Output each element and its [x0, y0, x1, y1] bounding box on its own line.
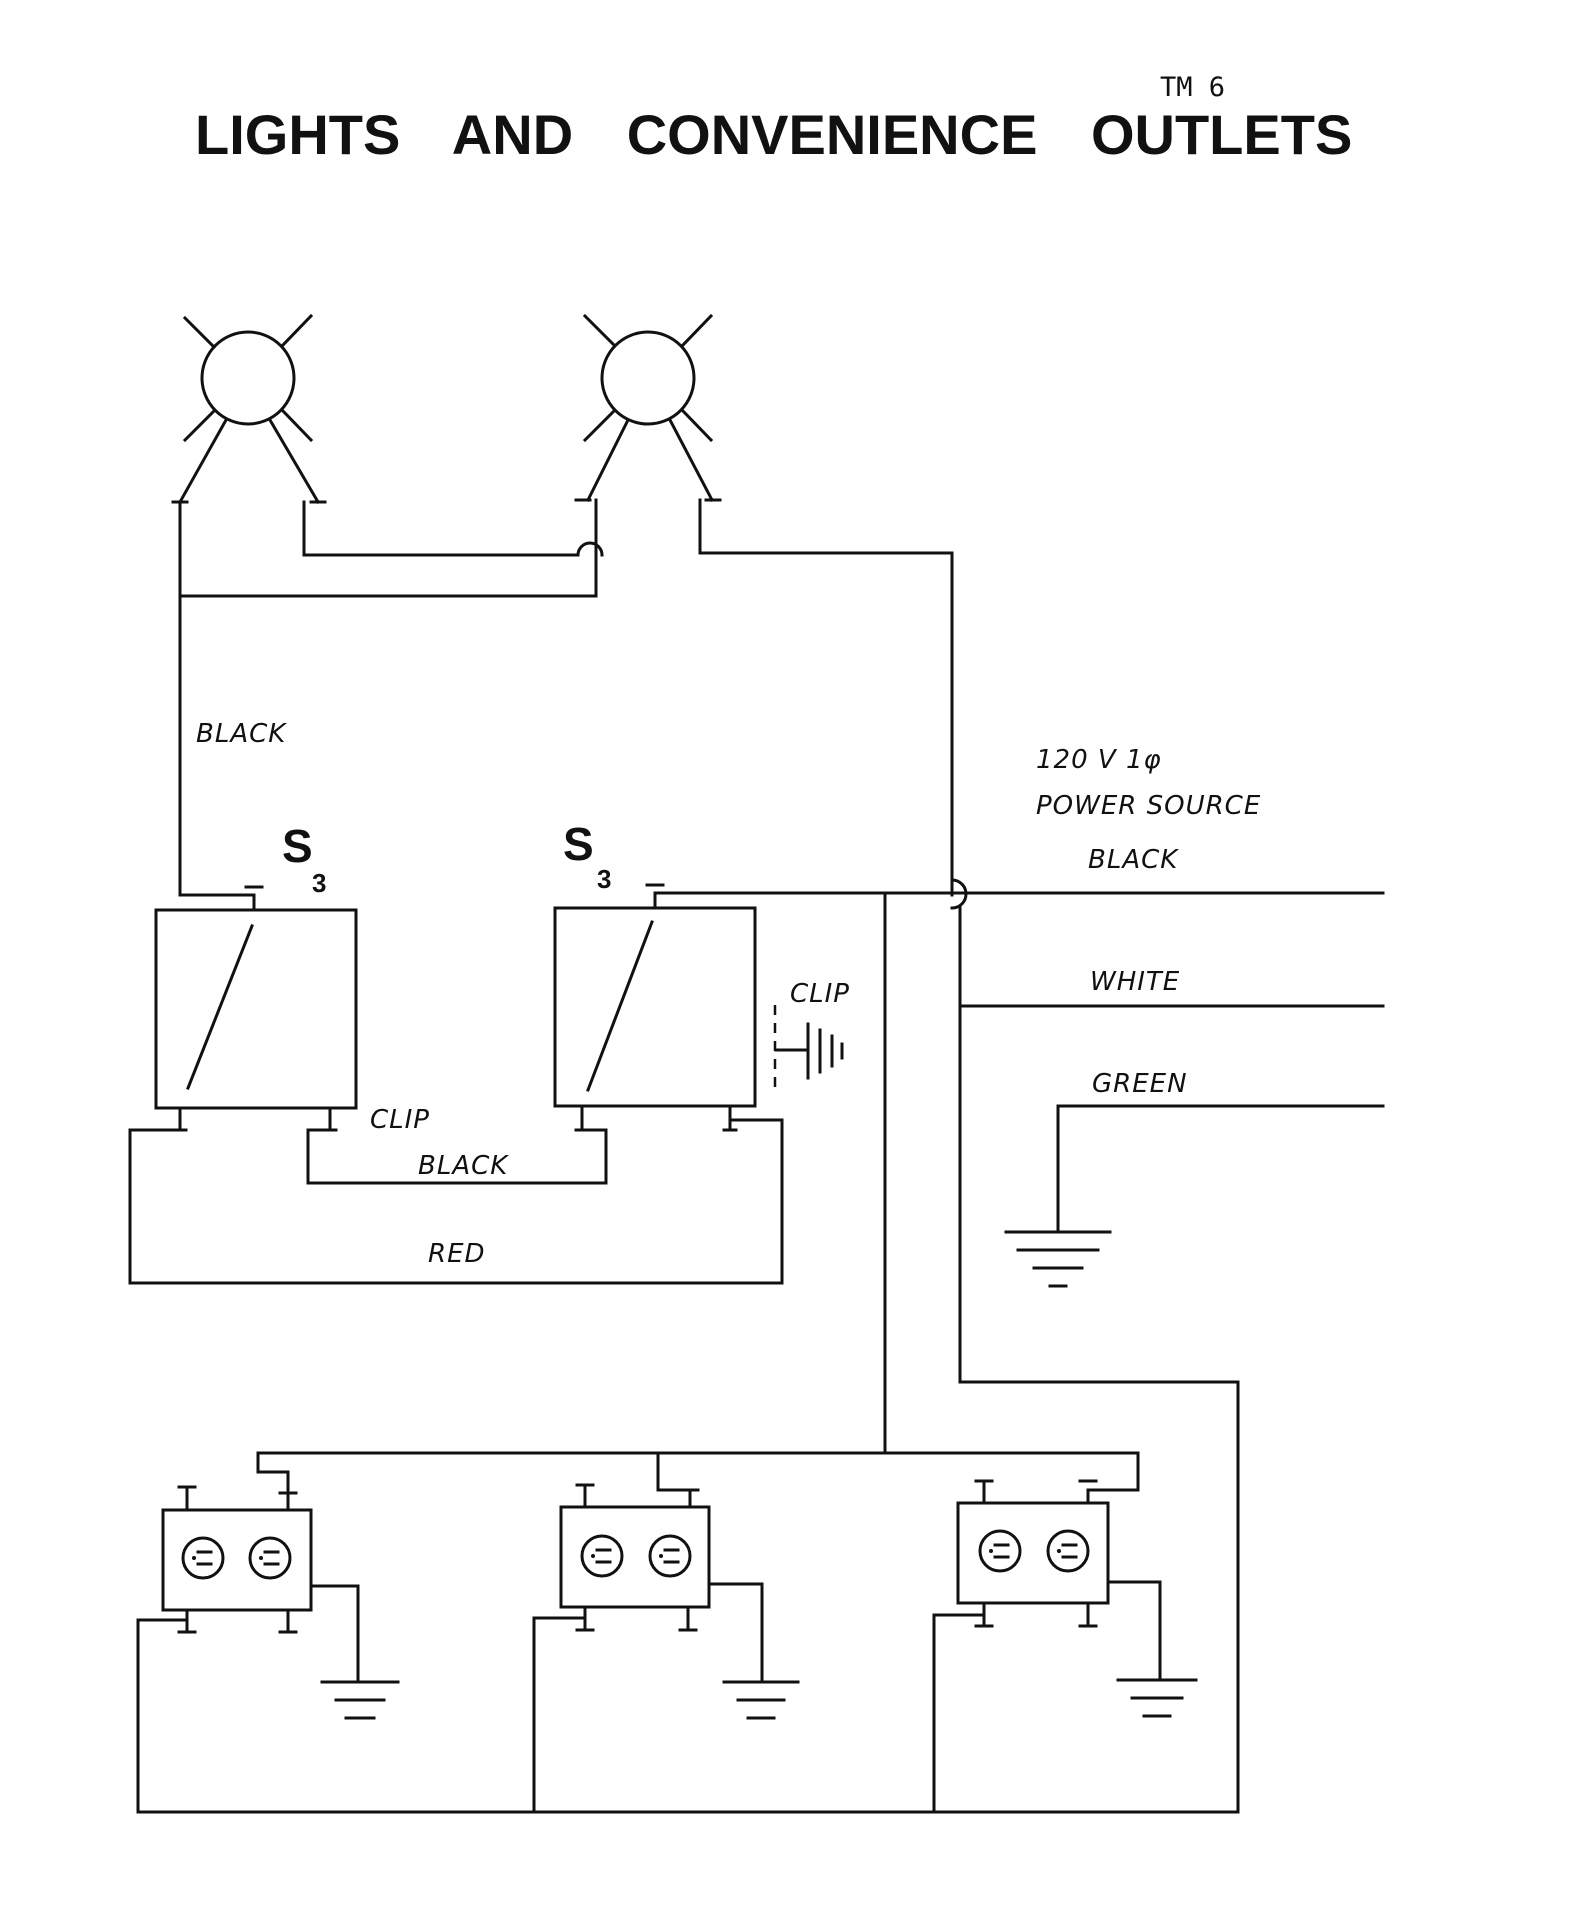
ground-icon [1116, 1678, 1198, 1718]
page-title: LIGHTS AND CONVENIENCE OUTLETS [195, 103, 1353, 166]
lamp-icon [574, 313, 722, 503]
lamp-icon [171, 313, 327, 505]
wire-label-black: BLACK [418, 1151, 509, 1181]
power-source-label: POWER SOURCE [1036, 791, 1261, 821]
outlet-ground-wiring [309, 1580, 1162, 1684]
ground-icon [1004, 1230, 1112, 1288]
switch-symbol: S [563, 818, 594, 870]
ground-icon [320, 1680, 400, 1720]
duplex-outlet-icon [559, 1483, 711, 1632]
switch-subscript: 3 [597, 864, 611, 894]
switch-symbol: S [282, 820, 313, 872]
power-source-voltage: 120 V 1φ [1036, 745, 1162, 775]
three-way-switch-icon [553, 883, 757, 1132]
wire-label-red: RED [428, 1239, 486, 1269]
outlet-neutral-bus [136, 1613, 1240, 1814]
document-code: TM 6 [1160, 72, 1226, 103]
outlet-hot-bus [256, 1451, 1140, 1495]
wire-label-black: BLACK [196, 719, 287, 749]
traveler-wiring [128, 1118, 784, 1285]
clip-label: CLIP [790, 979, 850, 1009]
switch-subscript: 3 [312, 868, 326, 898]
duplex-outlet-icon [161, 1485, 313, 1634]
wire-label-green: GREEN [1092, 1069, 1188, 1099]
ground-icon [722, 1680, 800, 1720]
wire-label-white: WHITE [1090, 967, 1180, 997]
three-way-switch-icon [154, 885, 358, 1132]
duplex-outlet-icon [956, 1479, 1110, 1628]
lamp-wiring [178, 498, 954, 897]
power-source-wiring [883, 891, 1385, 1812]
clip-icon [773, 1005, 844, 1092]
wire-label-black: BLACK [1088, 845, 1179, 875]
clip-label: CLIP [370, 1105, 430, 1135]
